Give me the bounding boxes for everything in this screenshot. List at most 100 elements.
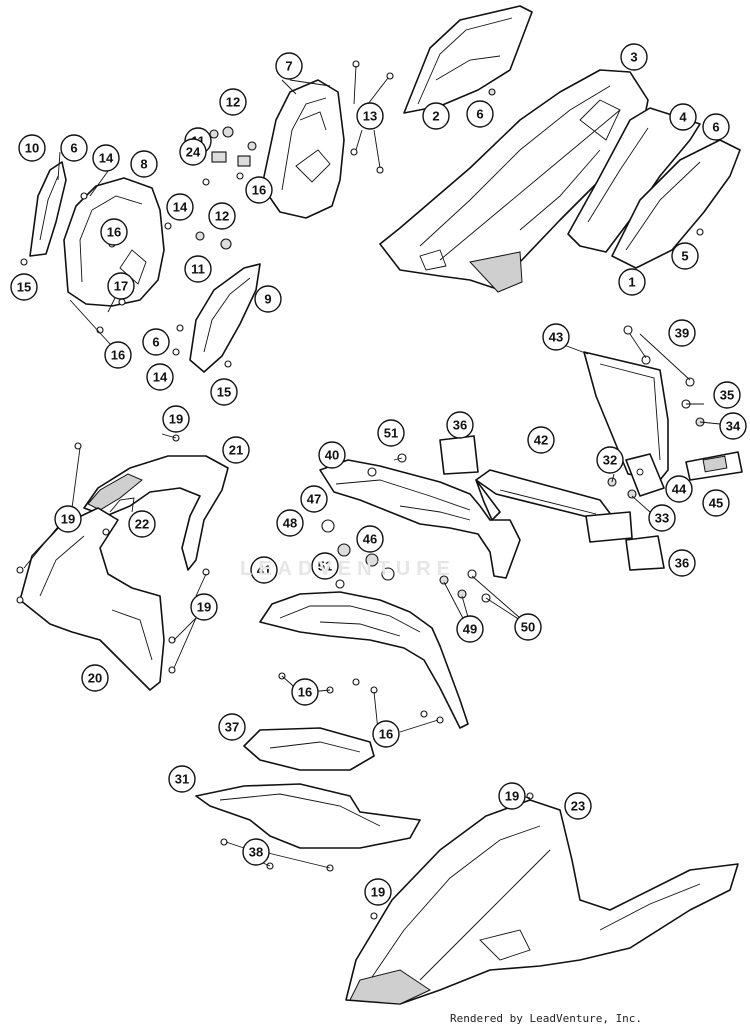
callout-38: 38	[242, 838, 270, 866]
callout-19-hugger-left: 19	[364, 878, 392, 906]
svg-text:14: 14	[99, 151, 114, 166]
svg-text:17: 17	[114, 279, 128, 294]
nut-12a	[222, 126, 234, 138]
bolt-15a	[20, 258, 28, 266]
bolt-19c	[16, 566, 24, 574]
bolt-6-top	[488, 88, 496, 96]
svg-text:6: 6	[476, 107, 483, 122]
svg-text:37: 37	[225, 720, 239, 735]
bolt-19i	[370, 912, 378, 920]
bolt-51c	[335, 579, 345, 589]
callout-33: 33	[648, 504, 676, 532]
svg-text:38: 38	[249, 845, 263, 860]
callout-6-middle: 6	[142, 328, 170, 356]
svg-text:19: 19	[371, 885, 385, 900]
callout-5: 5	[671, 242, 699, 270]
svg-text:11: 11	[191, 262, 205, 277]
svg-text:16: 16	[107, 225, 121, 240]
callout-20: 20	[81, 664, 109, 692]
callout-16-top: 16	[245, 176, 273, 204]
callout-16-bottom-left: 16	[104, 341, 132, 369]
svg-text:34: 34	[726, 419, 741, 434]
part-42-plate-bracket	[475, 469, 613, 521]
svg-text:22: 22	[135, 517, 149, 532]
svg-text:20: 20	[88, 671, 102, 686]
svg-text:49: 49	[463, 622, 477, 637]
callout-14-top: 14	[92, 144, 120, 172]
callout-14-bottom: 14	[146, 363, 174, 391]
callout-6-right: 6	[702, 113, 730, 141]
nut-12b	[247, 141, 257, 151]
part-45-light	[685, 451, 743, 481]
callout-6-top: 6	[466, 100, 494, 128]
bolt-17	[118, 298, 126, 306]
svg-text:16: 16	[379, 727, 393, 742]
callout-32: 32	[596, 446, 624, 474]
part-36-reflector-upper	[439, 435, 479, 475]
callout-19-fender-left: 19	[54, 505, 82, 533]
svg-text:6: 6	[712, 120, 719, 135]
callout-24: 24	[179, 138, 207, 166]
bolt-39a	[623, 325, 633, 335]
bolt-16-top	[202, 178, 210, 186]
part-9-side-panel	[189, 263, 261, 373]
part-40-tail-holder	[319, 459, 521, 579]
callout-1: 1	[618, 268, 646, 296]
callout-34: 34	[719, 412, 747, 440]
bolt-14b	[172, 348, 180, 356]
callout-21: 21	[222, 436, 250, 464]
part-31-shield	[195, 783, 421, 849]
callout-39: 39	[668, 319, 696, 347]
callout-19-fender-right: 19	[190, 593, 218, 621]
callout-23: 23	[564, 792, 592, 820]
callout-37: 37	[218, 713, 246, 741]
bolt-13c	[350, 148, 358, 156]
part-37-shield	[243, 727, 375, 771]
callout-19-hugger-top: 19	[498, 782, 526, 810]
svg-text:36: 36	[675, 556, 689, 571]
svg-text:14: 14	[153, 370, 168, 385]
bolt-39c	[685, 377, 695, 387]
svg-text:16: 16	[111, 348, 125, 363]
callout-8: 8	[130, 150, 158, 178]
part-4-side-panel	[567, 107, 701, 253]
part-10-cowl-strip	[29, 161, 67, 257]
part-41-mudguard	[259, 591, 469, 729]
svg-text:40: 40	[325, 448, 339, 463]
svg-text:41: 41	[257, 563, 271, 578]
svg-text:19: 19	[61, 512, 75, 527]
svg-text:12: 12	[226, 95, 240, 110]
svg-text:12: 12	[215, 209, 229, 224]
svg-text:7: 7	[285, 59, 292, 74]
part-36-reflector-lower	[625, 535, 665, 571]
bolt-16g	[352, 678, 360, 686]
svg-text:16: 16	[252, 183, 266, 198]
bolt-39b	[641, 355, 651, 365]
part-21-fender-top	[83, 455, 229, 571]
callout-22: 22	[128, 510, 156, 538]
callout-13: 13	[356, 102, 384, 130]
svg-text:15: 15	[217, 385, 231, 400]
svg-text:31: 31	[175, 772, 189, 787]
svg-text:24: 24	[186, 145, 201, 160]
svg-text:50: 50	[521, 620, 535, 635]
nut-12d	[220, 238, 232, 250]
washer-50a	[467, 569, 477, 579]
svg-text:35: 35	[720, 388, 734, 403]
bolt-16-top2	[236, 172, 244, 180]
nut-49a	[439, 575, 449, 585]
part-3-tail-frame	[379, 69, 649, 293]
bolt-5	[696, 228, 704, 236]
washer-48	[321, 519, 335, 533]
part-1-outer-cover	[611, 139, 741, 269]
nut-49b	[457, 589, 467, 599]
callout-36-upper: 36	[446, 411, 474, 439]
callout-44: 44	[665, 475, 693, 503]
svg-text:19: 19	[169, 412, 183, 427]
callout-48: 48	[276, 509, 304, 537]
svg-text:16: 16	[298, 685, 312, 700]
nut-46a	[365, 553, 379, 567]
leadventure-watermark: LEADVENTURE	[240, 558, 457, 580]
svg-text:36: 36	[453, 418, 467, 433]
